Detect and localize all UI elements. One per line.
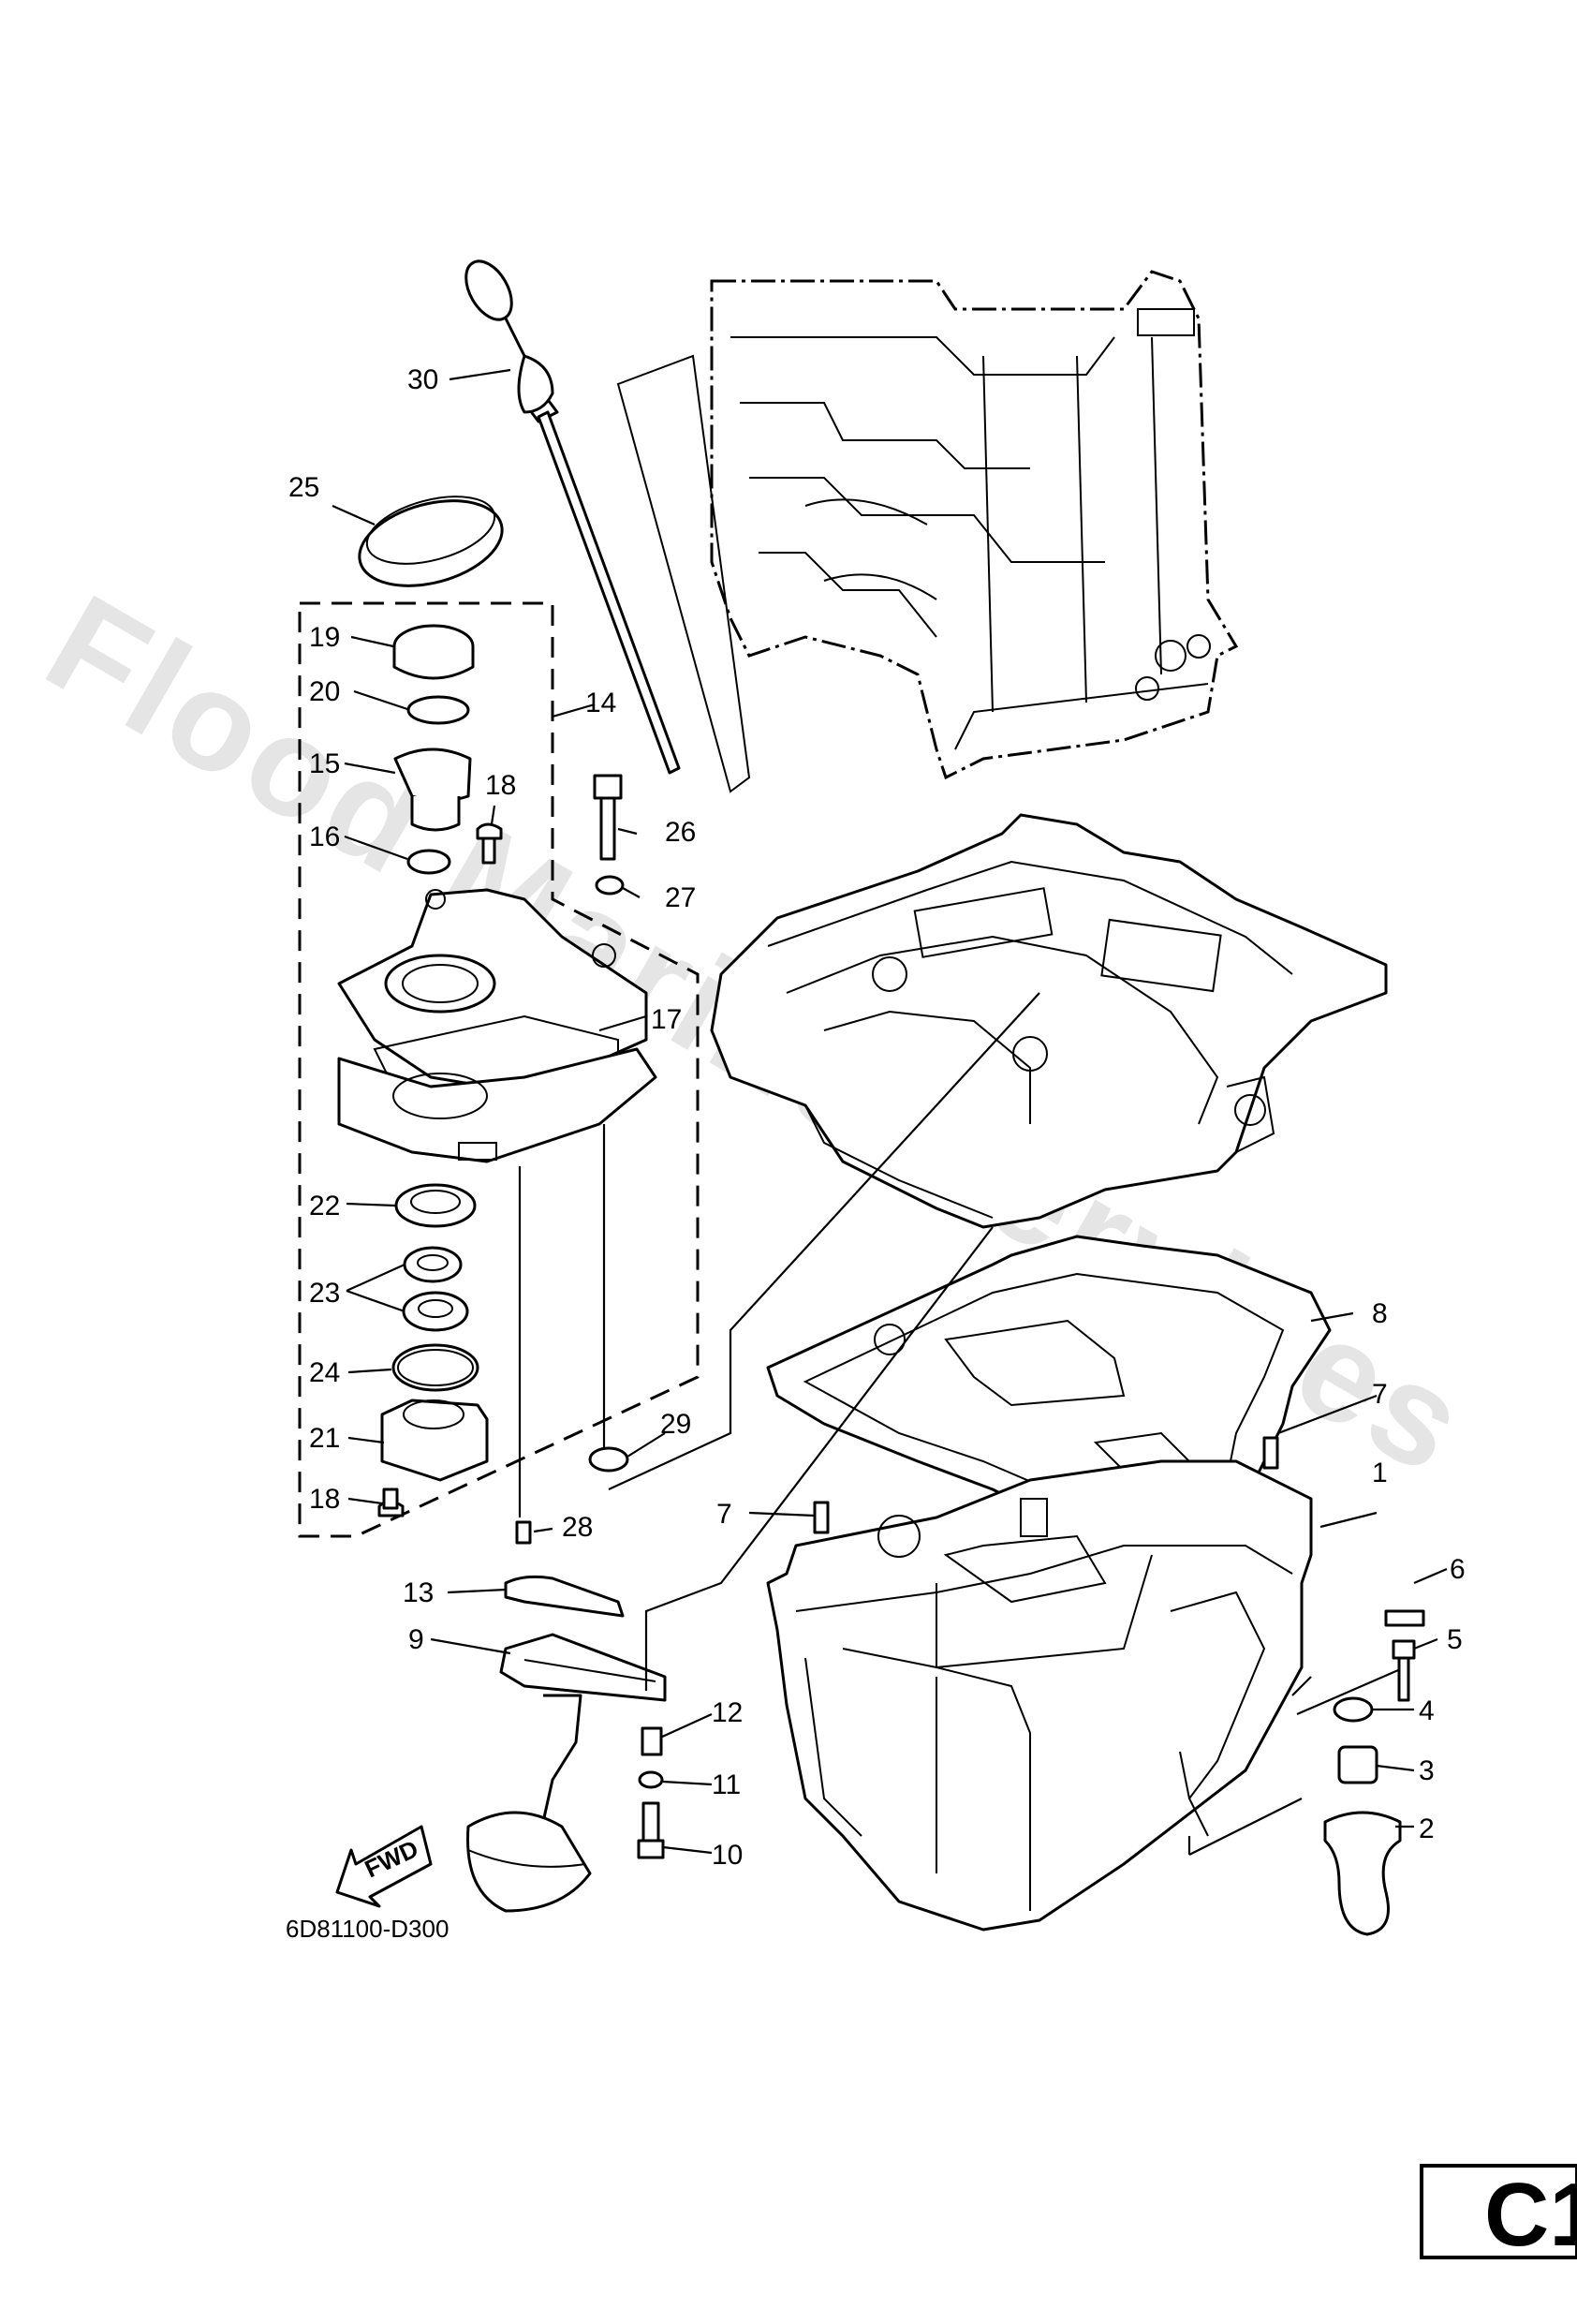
- page-code-box: [1420, 2164, 1577, 2259]
- callout-28: 28: [562, 1512, 593, 1543]
- fwd-arrow-icon: FWD: [335, 1825, 433, 1908]
- callout-29: 29: [660, 1409, 691, 1440]
- callout-10: 10: [712, 1840, 743, 1871]
- callout-2: 2: [1419, 1813, 1435, 1844]
- callout-15: 15: [309, 748, 340, 779]
- callout-8: 8: [1372, 1298, 1388, 1329]
- callout-27: 27: [665, 882, 696, 913]
- dipstick-guide-outline: [616, 354, 751, 793]
- callout-12: 12: [712, 1697, 743, 1728]
- callout-16: 16: [309, 822, 340, 852]
- callout-5: 5: [1447, 1624, 1463, 1655]
- callout-19: 19: [309, 622, 340, 653]
- drain-assembly: [1187, 1665, 1406, 1936]
- callout-24: 24: [309, 1357, 340, 1388]
- bolts-5-6-7: [813, 1436, 1425, 1702]
- callout-21: 21: [309, 1423, 340, 1454]
- callout-6: 6: [1450, 1554, 1466, 1585]
- drawing-code: 6D81100-D300: [286, 1915, 449, 1943]
- callout-26: 26: [665, 817, 696, 848]
- oil-strainer-group: [466, 1575, 667, 1913]
- exhaust-guide-outline: [710, 813, 1388, 1229]
- bolt-26-washer-27: [593, 774, 625, 896]
- callout-7-right: 7: [1372, 1379, 1388, 1410]
- callout-18-bottom: 18: [309, 1484, 340, 1515]
- oil-pan-part-1: [766, 1459, 1313, 1932]
- callout-3: 3: [1419, 1755, 1435, 1786]
- callout-1: 1: [1372, 1458, 1388, 1488]
- callout-23: 23: [309, 1278, 340, 1309]
- leader-lines: [332, 368, 1448, 1855]
- callout-30: 30: [407, 364, 438, 395]
- assembly-group-box: [298, 601, 700, 1538]
- callout-22: 22: [309, 1191, 340, 1221]
- callout-20: 20: [309, 676, 340, 707]
- cylinder-block-outline: [710, 270, 1239, 780]
- callout-17: 17: [651, 1004, 682, 1035]
- callout-11: 11: [712, 1769, 741, 1800]
- callout-13: 13: [403, 1577, 434, 1608]
- callout-4: 4: [1419, 1695, 1435, 1726]
- oil-pump-group-parts: [337, 624, 657, 1545]
- callout-9: 9: [408, 1624, 424, 1655]
- callout-14: 14: [585, 688, 616, 718]
- dipstick-part-30: [464, 259, 681, 775]
- callout-25: 25: [288, 472, 319, 503]
- seal-part-25: [358, 496, 504, 587]
- page-code: C1: [1484, 2165, 1577, 2265]
- callout-7-left: 7: [716, 1499, 732, 1530]
- callout-18-top: 18: [485, 770, 516, 801]
- callout-labels: 30 25 19 20 14 15 18 26 16 27 17 22 23 8…: [288, 364, 1466, 1871]
